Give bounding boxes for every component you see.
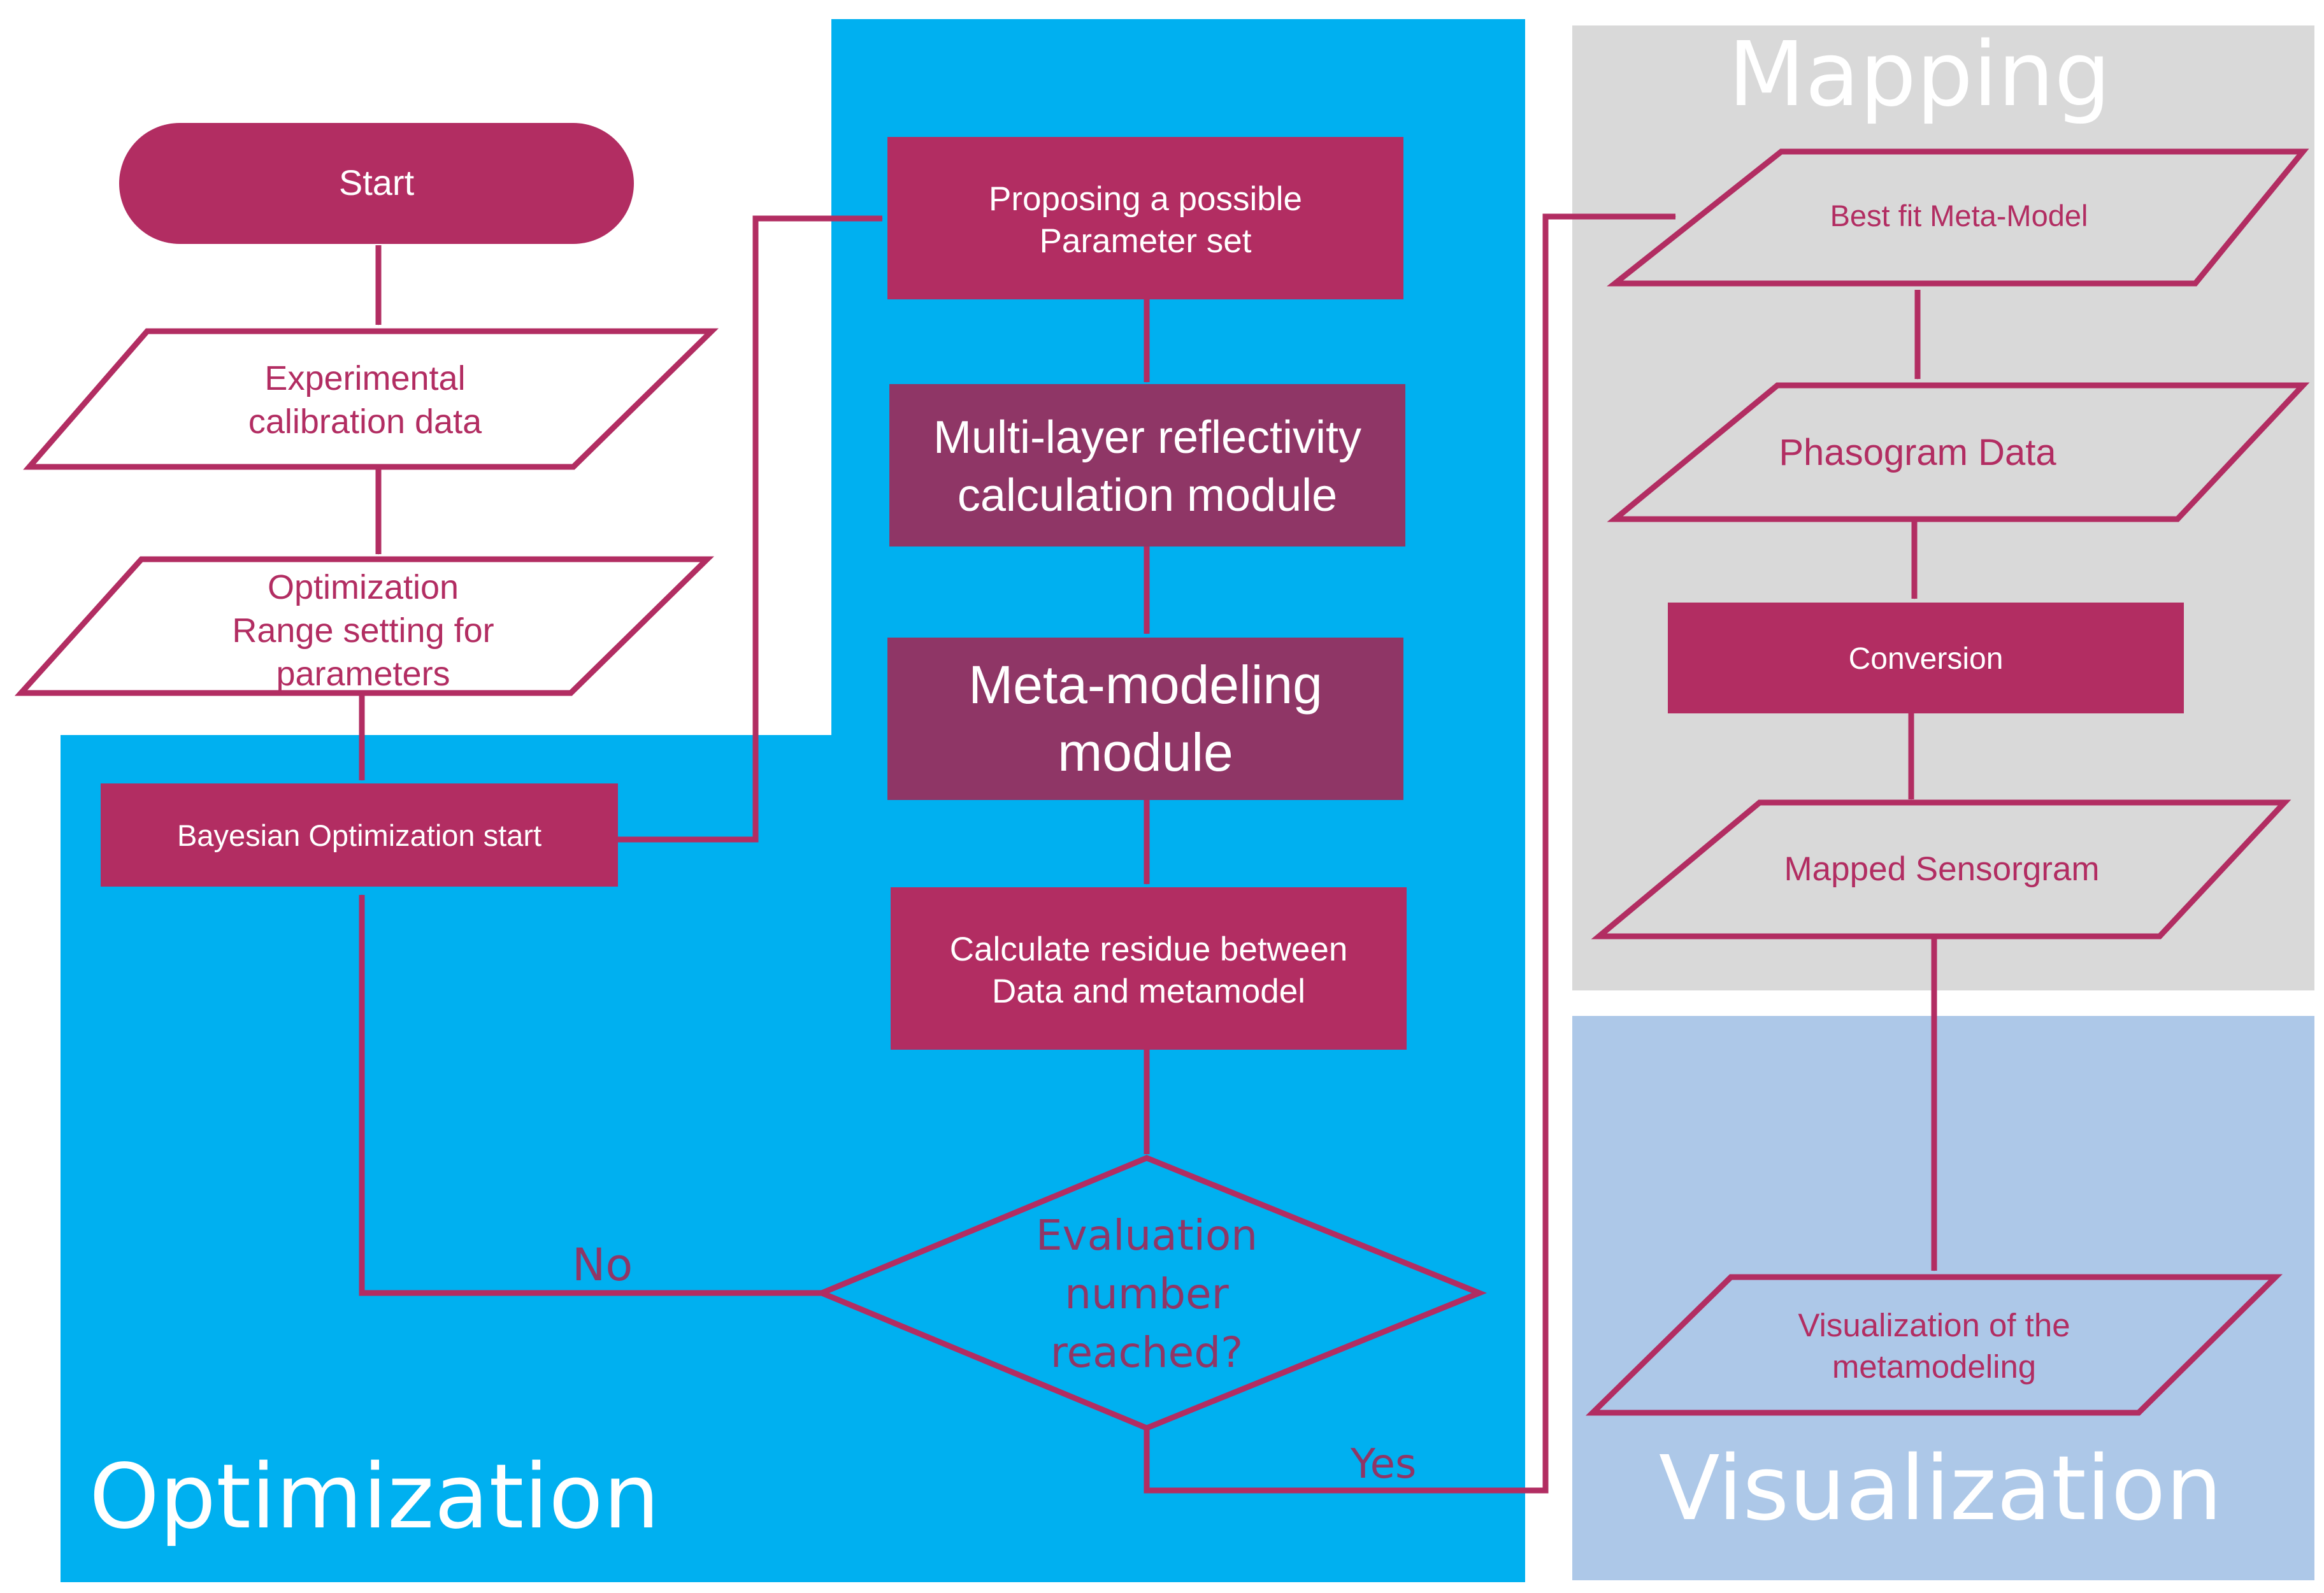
propose-parameter-node: Proposing a possible Parameter set <box>887 137 1403 299</box>
optimization-range-label-1: Optimization <box>268 568 459 606</box>
metamodeling-module-label-2: module <box>1058 722 1233 782</box>
mapped-sensorgram-node: Mapped Sensorgram <box>1591 799 2292 939</box>
experimental-data-node: Experimental calibration data <box>23 328 719 470</box>
propose-parameter-label-2: Parameter set <box>1040 222 1252 260</box>
edge-label-no: No <box>572 1239 633 1291</box>
bayesian-start-node: Bayesian Optimization start <box>101 783 618 887</box>
visualization-output-node: Visualization of the metamodeling <box>1585 1274 2283 1416</box>
residue-label-2: Data and metamodel <box>992 973 1305 1010</box>
edge-bayes-to-propose <box>618 215 883 843</box>
metamodeling-module-label-1: Meta-modeling <box>968 655 1323 715</box>
multilayer-module-node: Multi-layer reflectivity calculation mod… <box>889 384 1405 546</box>
phasogram-node: Phasogram Data <box>1607 382 2310 522</box>
edge-label-yes: Yes <box>1350 1441 1416 1488</box>
optimization-region-title: Optimization <box>89 1445 660 1549</box>
optimization-range-label-3: parameters <box>276 655 450 693</box>
metamodeling-module-node: Meta-modeling module <box>887 638 1403 800</box>
residue-node: Calculate residue between Data and metam… <box>891 887 1407 1050</box>
evaluation-label-3: reached? <box>1051 1328 1243 1377</box>
visualization-output-label-2: metamodeling <box>1832 1348 2036 1385</box>
multilayer-module-label-2: calculation module <box>958 470 1337 521</box>
best-fit-label: Best fit Meta-Model <box>1830 199 2088 232</box>
propose-parameter-label-1: Proposing a possible <box>989 180 1302 218</box>
edge-evaluation-yes <box>1144 213 1676 1494</box>
evaluation-label-1: Evaluation <box>1036 1211 1258 1260</box>
evaluation-label-2: number <box>1065 1269 1229 1318</box>
visualization-output-label-1: Visualization of the <box>1798 1307 2070 1343</box>
visualization-region-title: Visualization <box>1659 1437 2222 1541</box>
conversion-node: Conversion <box>1668 603 2184 713</box>
multilayer-module-label-1: Multi-layer reflectivity <box>933 412 1361 463</box>
experimental-data-label-2: calibration data <box>248 403 482 441</box>
conversion-label: Conversion <box>1849 642 2004 676</box>
mapped-sensorgram-label: Mapped Sensorgram <box>1784 850 2100 888</box>
experimental-data-label-1: Experimental <box>264 359 465 397</box>
evaluation-decision-node: Evaluation number reached? <box>814 1155 1487 1431</box>
connectors <box>359 213 1937 1494</box>
start-node: Start <box>119 123 634 244</box>
mapping-region-title: Mapping <box>1728 23 2111 127</box>
edge-evaluation-no <box>359 894 822 1296</box>
best-fit-node: Best fit Meta-Model <box>1607 148 2309 287</box>
phasogram-label: Phasogram Data <box>1779 432 2056 473</box>
optimization-range-label-2: Range setting for <box>232 611 494 650</box>
residue-label-1: Calculate residue between <box>950 931 1348 968</box>
bayesian-start-label: Bayesian Optimization start <box>177 818 542 852</box>
start-label: Start <box>339 162 415 203</box>
optimization-range-node: Optimization Range setting for parameter… <box>14 556 715 696</box>
